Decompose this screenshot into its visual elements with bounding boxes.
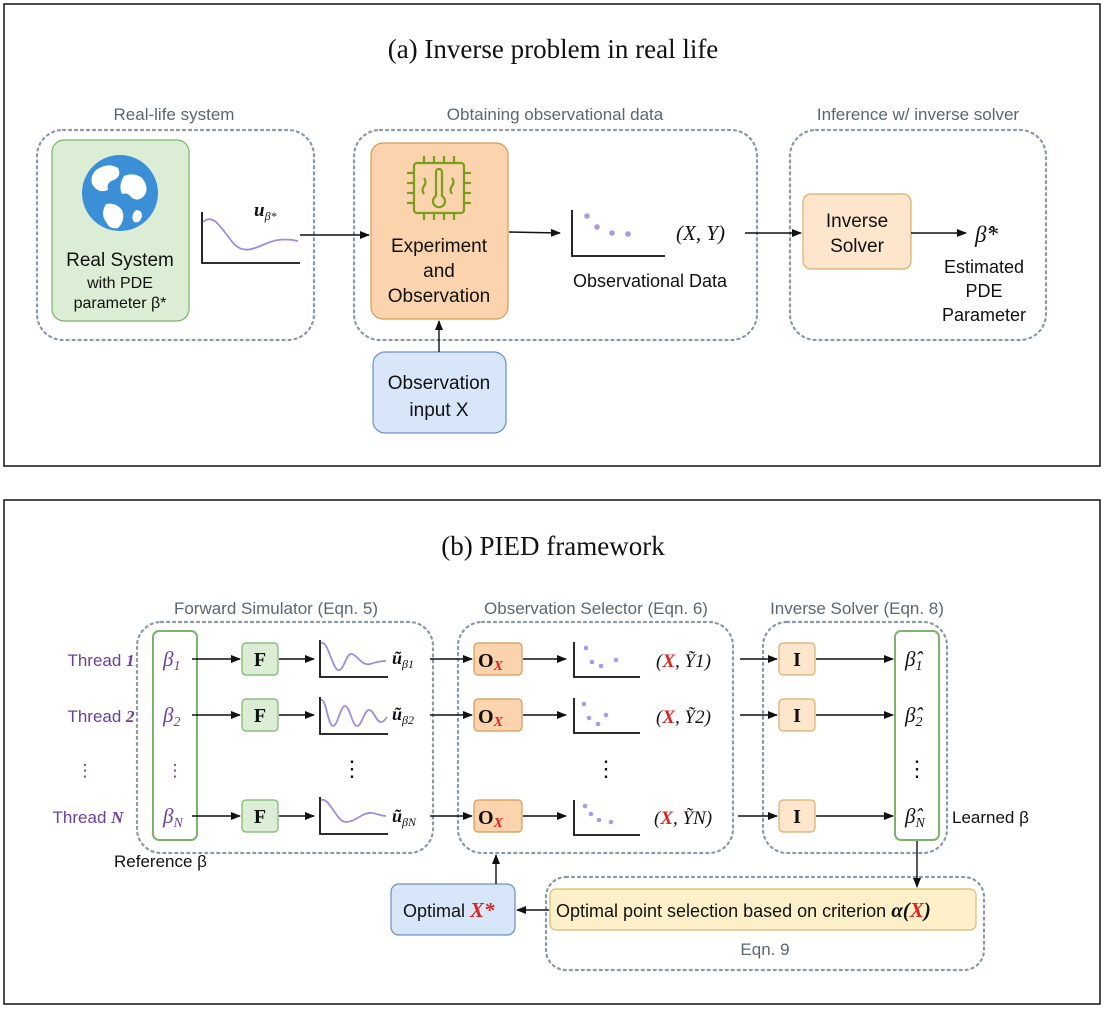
experiment-line3: Observation [388,286,490,307]
group-inference [788,128,1048,342]
inverse-solver-node: Inverse Solver [802,193,912,270]
estimated-line3: Parameter [942,305,1026,325]
arrow-experiment-to-data [508,228,561,237]
estimated-line2: PDE [965,281,1002,301]
svg-text:I: I [793,649,801,671]
group-label-real-life: Real-life system [114,105,235,124]
group-label-inference: Inference w/ inverse solver [817,105,1020,124]
inverse-i-box-n: I [778,799,816,833]
plot-ellipsis: ⋮ [341,756,363,781]
learned-beta-label: Learned β [952,808,1029,827]
svg-text:F: F [254,806,266,828]
group-label-selector: Observation Selector (Eqn. 6) [484,599,708,618]
svg-text:OX: OX [478,706,504,730]
forward-f-box-2: F [241,698,279,732]
svg-text:I: I [793,705,801,727]
panel-b-arrows [192,655,921,914]
forward-f-box-1: F [241,642,279,676]
beta-hat-ellipsis: ⋮ [906,756,928,781]
u-beta-star-plot [201,212,300,264]
xy-tilde-2: (X, Ỹ2) [656,707,711,728]
svg-text:OX: OX [478,650,504,674]
svg-text:Optimal point selection based: Optimal point selection based on criteri… [556,898,931,922]
observational-data-plot [571,210,665,257]
selector-o-box-n: OX [473,799,523,833]
beta-hat-star: β̂* [974,222,998,247]
group-eqn9 [544,875,986,972]
u-tilde-n: ũβN [392,806,417,829]
xy-tilde-1: (X, Ỹ1) [656,651,711,672]
real-system-line1: Real System [66,250,174,271]
group-obtaining [352,128,759,342]
svg-text:Optimal X*: Optimal X* [403,898,495,922]
forward-plot-n [319,797,388,835]
group-selector [456,620,735,855]
selector-ellipsis: ⋮ [595,756,617,781]
selector-plot-2 [573,698,640,734]
xy-label: (X, Y) [676,221,725,245]
criterion-node: Optimal point selection based on criteri… [549,888,977,931]
forward-plot-2 [319,697,388,735]
thread-1-label: Thread 1 [67,651,134,670]
beta-n: βN [162,804,183,831]
optimal-x-node: Optimal X* [390,883,516,936]
svg-text:F: F [254,649,266,671]
experiment-line2: and [423,261,455,282]
group-inverse [761,620,949,855]
u-tilde-1: ũβ1 [392,648,414,671]
inverse-solver-line2: Solver [830,236,885,257]
experiment-line1: Experiment [391,236,488,257]
forward-plot-1 [319,640,388,678]
selector-o-box-1: OX [473,642,523,676]
group-label-inverse: Inverse Solver (Eqn. 8) [770,599,944,618]
experiment-node: Experiment and Observation [370,142,509,320]
group-label-obtaining: Obtaining observational data [447,105,664,124]
u-tilde-2: ũβ2 [392,704,414,727]
real-system-line2: with PDE [86,275,153,292]
inverse-i-box-1: I [778,642,816,676]
observation-input-line2: input X [409,400,468,421]
inverse-i-box-2: I [778,698,816,732]
real-system-node: Real System with PDE parameter β* [51,139,190,322]
svg-text:F: F [254,705,266,727]
learned-beta-column [894,630,940,841]
svg-text:I: I [793,806,801,828]
selector-plot-n [573,800,640,836]
observational-data-label: Observational Data [573,271,728,291]
thread-2-label: Thread 2 [67,707,135,726]
panel-b-title: (b) PIED framework [441,531,665,561]
inverse-solver-line1: Inverse [826,211,888,232]
globe-icon [82,155,158,231]
reference-beta-label: Reference β [114,852,207,871]
forward-f-box-n: F [241,799,279,833]
group-label-forward: Forward Simulator (Eqn. 5) [174,599,378,618]
group-forward [135,620,435,855]
xy-tilde-n: (X, ỸN) [654,808,712,829]
real-system-line3: parameter β* [74,295,167,312]
beta-1: β1 [162,647,180,674]
beta-ellipsis: ⋮ [167,761,184,780]
u-beta-star-label: uβ* [254,200,277,223]
panel-a-title: (a) Inverse problem in real life [388,34,719,64]
beta-2: β2 [162,703,180,730]
selector-plot-1 [573,642,640,678]
estimated-line1: Estimated [944,257,1024,277]
reference-beta-column [152,630,198,841]
observation-input-line1: Observation [388,373,490,394]
thread-n-label: Thread N [53,808,125,827]
svg-text:OX: OX [478,807,504,831]
group-label-eqn9: Eqn. 9 [740,940,789,959]
selector-o-box-2: OX [473,698,523,732]
thread-ellipsis: ⋮ [77,761,94,780]
chip-thermometer-icon [407,156,471,220]
observation-input-node: Observation input X [372,351,507,434]
